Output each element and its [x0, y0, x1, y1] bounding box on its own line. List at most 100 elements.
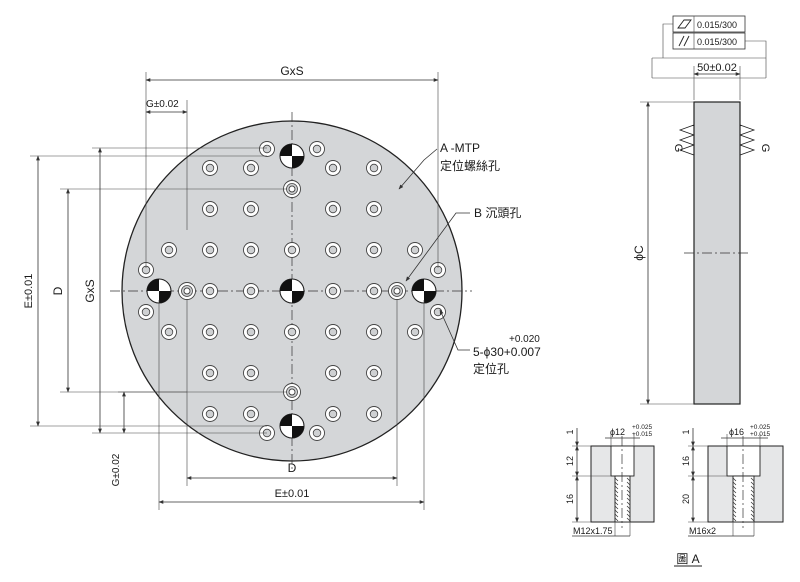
- g-marker-right: G: [739, 124, 771, 156]
- thread-tick: [614, 481, 619, 486]
- special-holes: [146, 143, 437, 439]
- counterbore-hole-core: [246, 409, 256, 419]
- counterbore-hole-core: [328, 327, 338, 337]
- thread-tick: [750, 509, 755, 514]
- mtp-screw-hole-core: [312, 428, 322, 438]
- callout-pin-line2: 定位孔: [473, 361, 509, 376]
- thread-tick: [614, 509, 619, 514]
- top-view: GxS G±0.02 E±0.01 D GxS G±0.02 D E±: [23, 64, 541, 510]
- counterbore-hole-core: [205, 327, 215, 337]
- mtp-screw-hole-core: [141, 307, 151, 317]
- thread-tick: [614, 501, 619, 506]
- callout-b-leader: [405, 212, 470, 282]
- counterbore-hole-core: [205, 368, 215, 378]
- counterbore-hole-grid: [138, 141, 446, 441]
- detail-left-dim-top: 1: [565, 429, 575, 434]
- counterbore-hole-core: [410, 327, 420, 337]
- thread-tick: [732, 481, 737, 486]
- gxs-top-label: GxS: [280, 64, 303, 78]
- d-bottom-label: D: [288, 461, 297, 475]
- detail-left-thread: [614, 477, 631, 522]
- thread-tick: [750, 477, 755, 482]
- gxs-left-label: GxS: [83, 279, 97, 302]
- parallelism-value: 0.015/300: [697, 37, 737, 47]
- counterbore-hole-core: [369, 163, 379, 173]
- counterbore-hole-core: [328, 368, 338, 378]
- counterbore-hole-core: [369, 286, 379, 296]
- counterbore-hole-core: [164, 327, 174, 337]
- counterbore-hole-core: [328, 163, 338, 173]
- thread-tick: [626, 485, 631, 490]
- detail-right-bore-tol-lower: +0.015: [750, 431, 770, 438]
- locating-pin-hole: [279, 143, 305, 169]
- counterbore-hole-core: [246, 204, 256, 214]
- thickness-label: 50±0.02: [697, 62, 737, 74]
- b-counterbore-hole-core: [288, 185, 296, 193]
- detail-right-bore: ϕ16: [729, 427, 744, 437]
- thread-tick: [750, 481, 755, 486]
- g-side-right-label: G: [759, 144, 771, 153]
- counterbore-hole-core: [369, 204, 379, 214]
- locating-pin-hole-quadrant: [424, 291, 436, 303]
- detail-left-section: 1 12 16 ϕ12 +0.025 +0.015 M12x1.75: [565, 424, 655, 537]
- counterbore-hole-core: [328, 409, 338, 419]
- locating-pin-hole-quadrant: [292, 156, 304, 168]
- detail-right-counterbore: [726, 445, 761, 477]
- thread-tick: [732, 505, 737, 510]
- thread-tick: [626, 501, 631, 506]
- side-view: 0.015/300 0.015/300 50±0.02 ϕC G: [632, 15, 771, 405]
- thread-tick: [614, 497, 619, 502]
- detail-left-tapped-hole: [614, 475, 631, 523]
- detail-left-bore-tol-upper: +0.025: [632, 424, 652, 431]
- thread-tick: [626, 513, 631, 518]
- detail-left-bore: ϕ12: [610, 427, 625, 437]
- thread-tick: [750, 489, 755, 494]
- locating-pin-hole-quadrant: [280, 144, 292, 156]
- mtp-screw-hole-core: [262, 144, 272, 154]
- detail-right-thread: [732, 477, 755, 522]
- thread-tick: [626, 477, 631, 482]
- mtp-screw-hole-core: [312, 144, 322, 154]
- counterbore-hole-core: [205, 286, 215, 296]
- detail-right-thread-label: M16x2: [689, 526, 716, 536]
- thread-tick: [732, 513, 737, 518]
- thread-tick: [732, 501, 737, 506]
- thread-tick: [750, 513, 755, 518]
- thread-tick: [732, 509, 737, 514]
- locating-pin-hole-quadrant: [292, 291, 304, 303]
- detail-left-bore-tol-lower: +0.015: [632, 431, 652, 438]
- thread-tick: [614, 485, 619, 490]
- callout-pin-line1: 5-ϕ30+0.007: [473, 345, 541, 359]
- g-marker-left: G: [672, 124, 695, 156]
- thread-tick: [626, 489, 631, 494]
- locating-pin-hole: [146, 278, 172, 304]
- thread-tick: [614, 493, 619, 498]
- detail-left-dim-mid: 12: [565, 456, 575, 466]
- locating-pin-hole: [279, 278, 305, 304]
- detail-right-dim-mid: 16: [681, 456, 691, 466]
- flatness-icon: [677, 19, 692, 29]
- locating-pin-hole-quadrant: [412, 279, 424, 291]
- thread-tick: [732, 485, 737, 490]
- diameter-label: ϕC: [632, 245, 646, 261]
- thread-tick: [750, 485, 755, 490]
- counterbore-hole-core: [246, 368, 256, 378]
- locating-pin-hole: [279, 413, 305, 439]
- thread-tick: [750, 505, 755, 510]
- counterbore-hole-core: [205, 409, 215, 419]
- counterbore-hole-core: [205, 204, 215, 214]
- callout-pin-leader: [439, 309, 470, 351]
- d-left-label: D: [51, 286, 65, 295]
- thread-tick: [626, 509, 631, 514]
- g-side-left-label: G: [672, 144, 684, 153]
- thread-tick: [614, 489, 619, 494]
- locating-pin-hole: [411, 278, 437, 304]
- thread-tick: [750, 517, 755, 522]
- thread-tick: [732, 493, 737, 498]
- thread-tick: [626, 517, 631, 522]
- counterbore-hole-core: [246, 163, 256, 173]
- thread-tick: [626, 481, 631, 486]
- thread-tick: [626, 493, 631, 498]
- detail-a: 1 12 16 ϕ12 +0.025 +0.015 M12x1.75: [565, 424, 784, 567]
- callout-a-line1: A -MTP: [440, 141, 480, 155]
